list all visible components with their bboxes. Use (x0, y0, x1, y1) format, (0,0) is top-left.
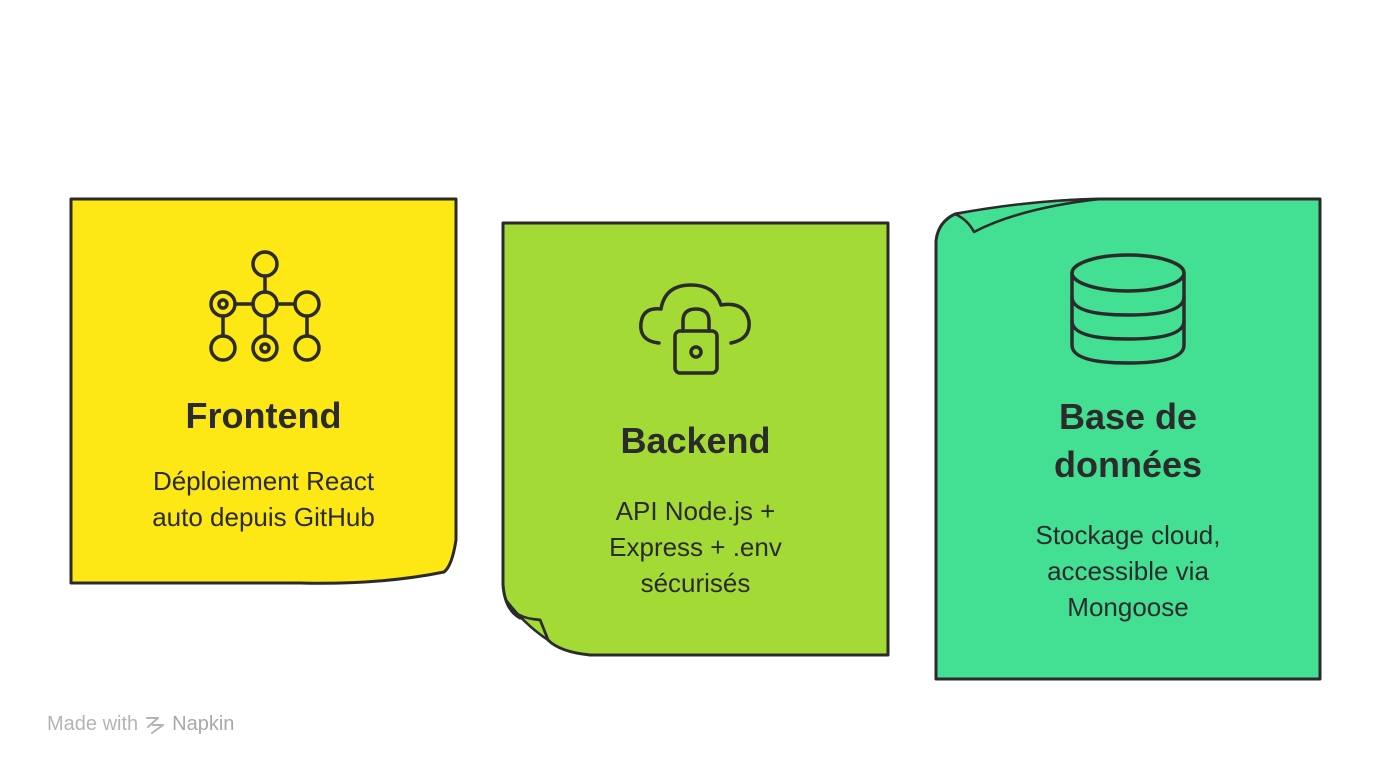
frontend-card: Frontend Déploiement React auto depuis G… (71, 199, 456, 583)
footer-brand: Napkin (172, 713, 235, 735)
backend-card: Backend API Node.js + Express + .env séc… (503, 223, 888, 655)
footer-prefix: Made with (47, 713, 139, 735)
frontend-description: Déploiement React auto depuis GitHub (152, 466, 375, 532)
database-description: Stockage cloud, accessible via Mongoose (1035, 520, 1221, 622)
backend-description: API Node.js + Express + .env sécurisés (609, 496, 782, 598)
database-curl-shape (953, 197, 1102, 234)
database-icon (1070, 253, 1186, 365)
database-title: Base de données (1053, 396, 1203, 485)
frontend-card-shape (69, 197, 458, 585)
network-nodes-icon (209, 250, 321, 362)
backend-title: Backend (620, 420, 771, 461)
napkin-logo-icon (146, 716, 165, 734)
cloud-lock-icon (639, 283, 751, 375)
made-with-footer[interactable]: Made with Napkin (47, 713, 234, 736)
backend-curl-shape (504, 598, 550, 642)
database-card: Base de données Stockage cloud, accessib… (936, 199, 1320, 679)
frontend-title: Frontend (185, 395, 342, 436)
